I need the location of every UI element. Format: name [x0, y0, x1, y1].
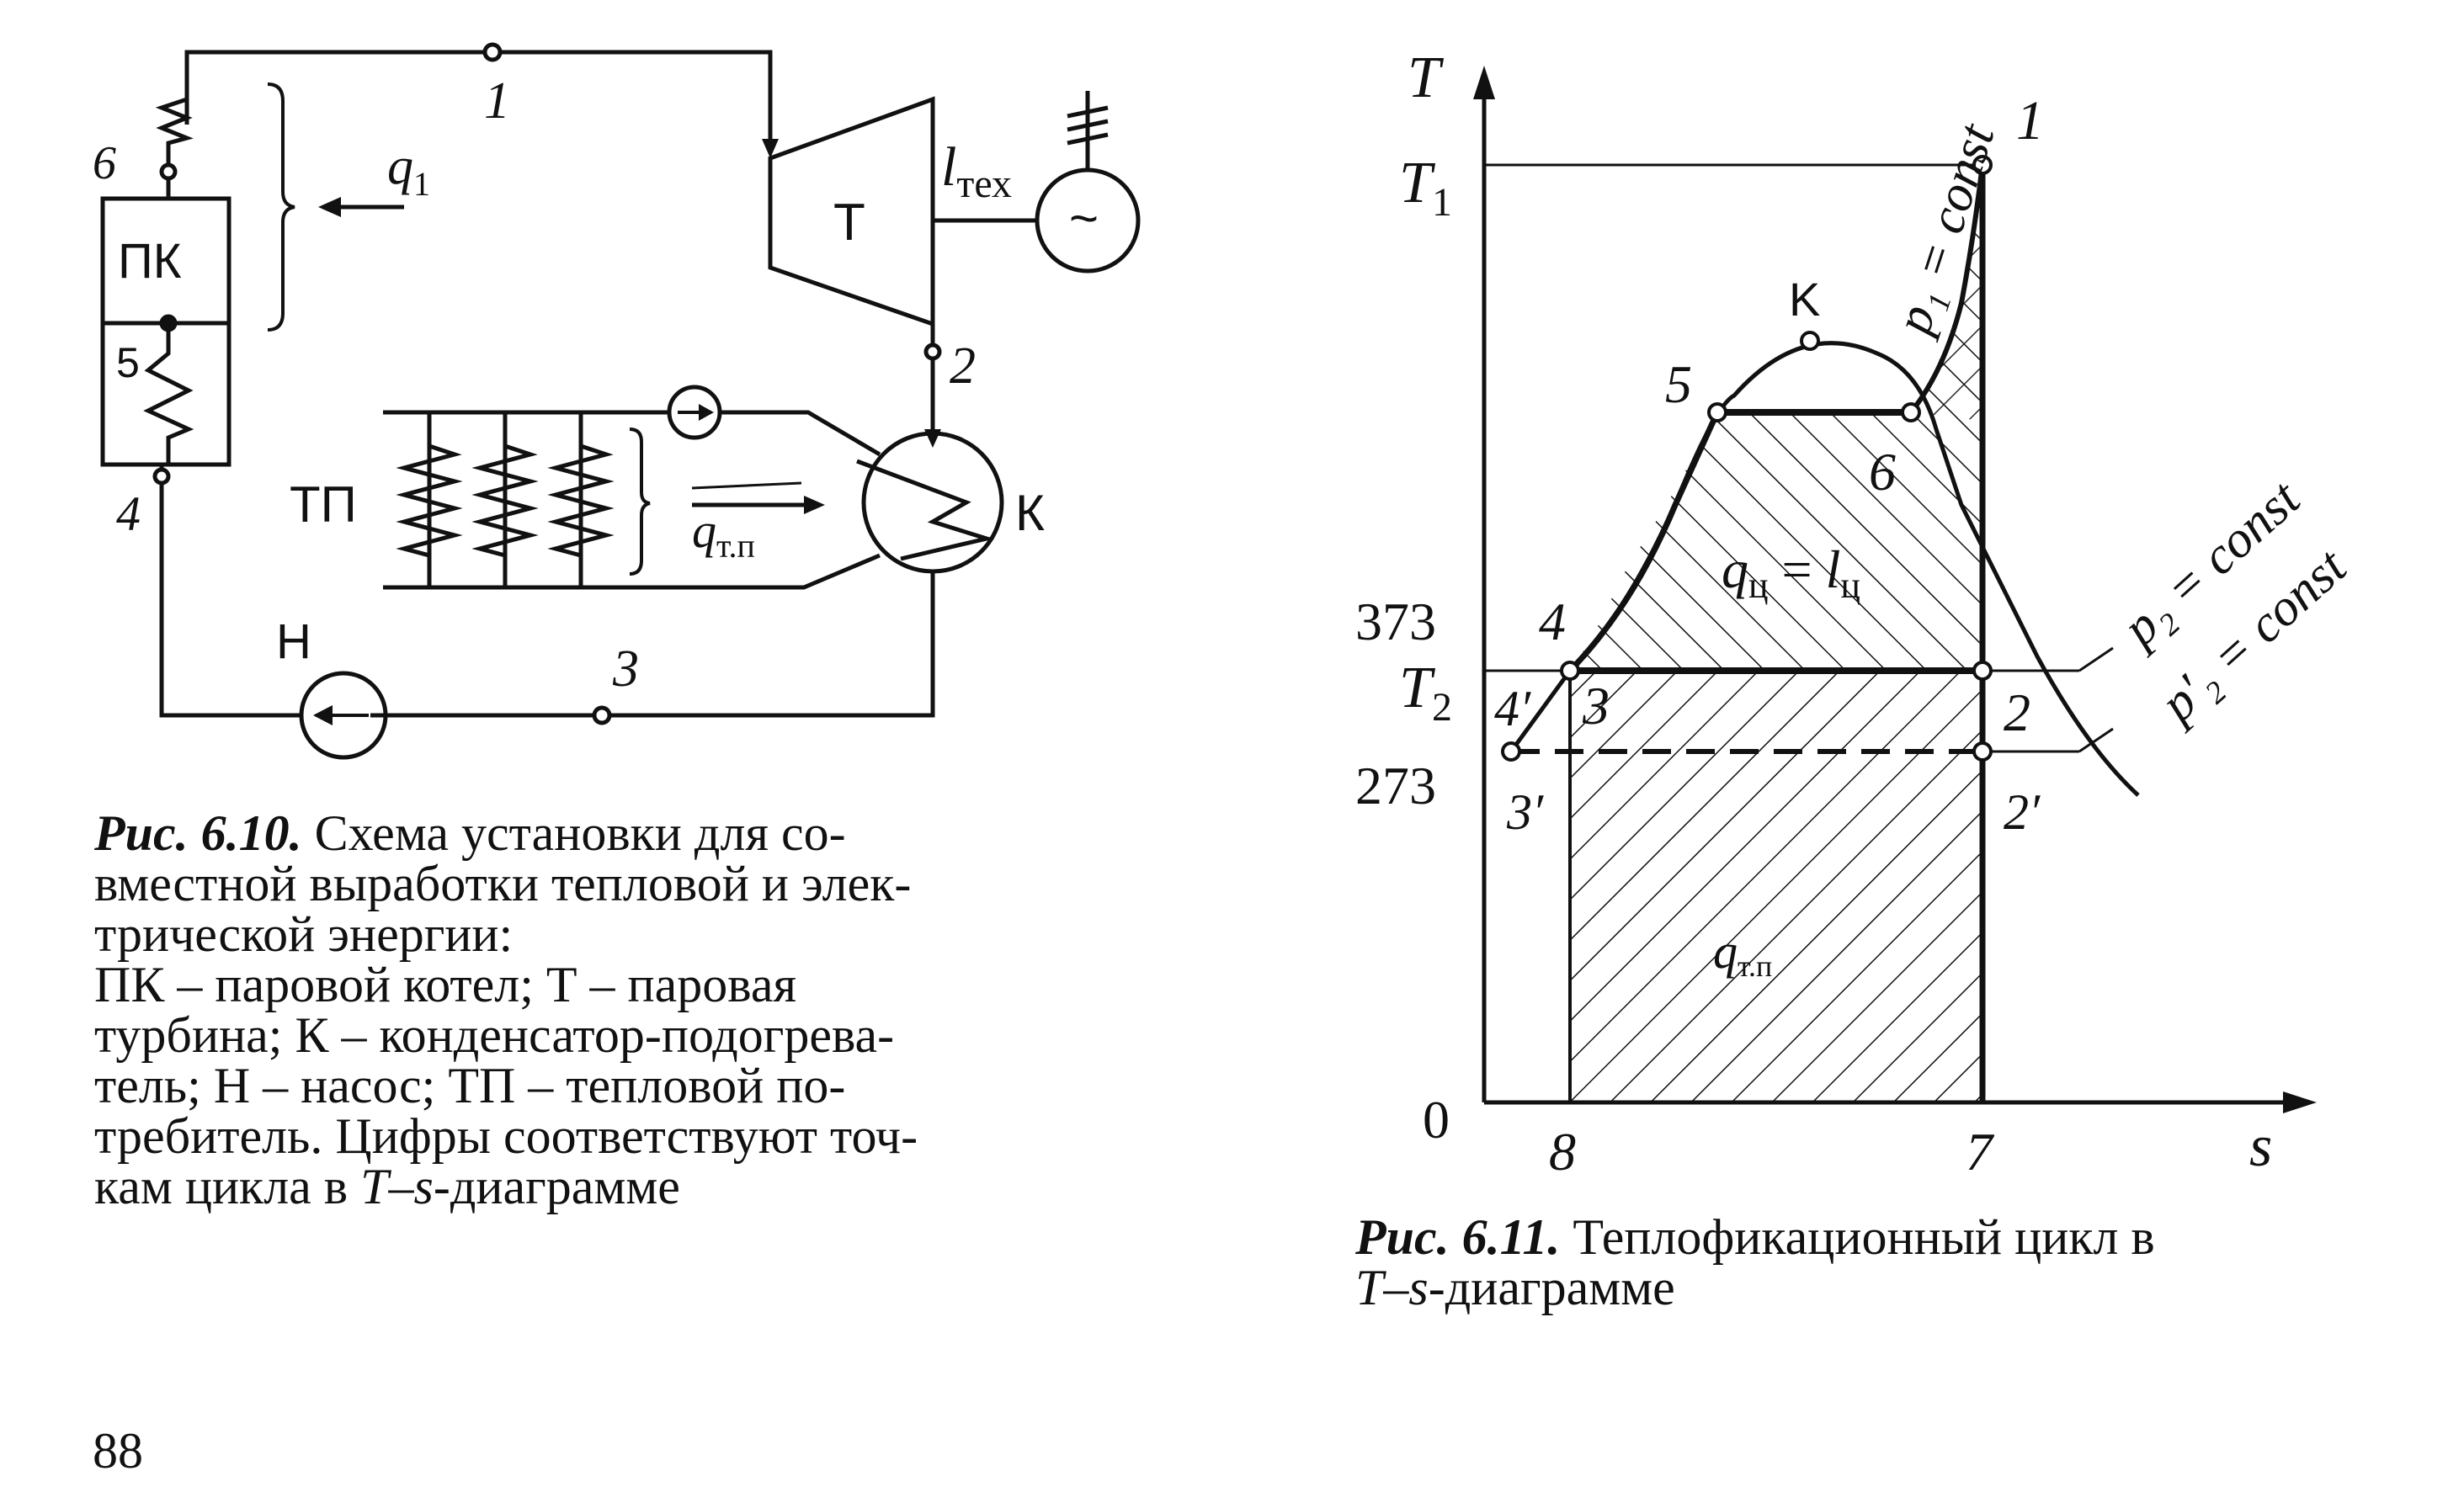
label-n: Н — [276, 614, 311, 669]
point-3prime — [1501, 741, 1521, 762]
point-2-marker — [923, 343, 942, 361]
heating-line-bottom — [383, 553, 881, 590]
caption-6-11-line2-post: -диаграмме — [1428, 1260, 1675, 1315]
caption-title-6-10: Рис. 6.10. — [94, 805, 302, 861]
boiler-coil — [143, 330, 194, 465]
figure-6-10-labels: ПК 5 6 1 q1 Т lтех ~ 2 К ТП qт.п 4 Н 3 — [93, 72, 1099, 698]
label-qtp: qт.п — [692, 503, 755, 565]
label-point-k: K — [1789, 273, 1820, 326]
tick-7: 7 — [1966, 1122, 1995, 1182]
point-1-marker — [482, 42, 503, 62]
label-t: Т — [833, 194, 865, 252]
label-p1-const: p₁ = const — [1883, 116, 2006, 343]
caption-6-11-line1: Теплофикационный цикл в — [1573, 1209, 2155, 1265]
caption-6-10-line7: требитель. Цифры соответствуют точ- — [94, 1108, 918, 1164]
label-pk: ПК — [118, 234, 182, 289]
axis-label-t: T — [1408, 45, 1445, 110]
caption-6-10-line8-t: T — [360, 1159, 389, 1214]
label-tp: ТП — [290, 476, 357, 533]
point-3-marker — [592, 705, 612, 725]
caption-6-10-line3: трической энергии: — [94, 906, 514, 962]
tick-8: 8 — [1549, 1122, 1576, 1182]
label-3: 3 — [612, 640, 639, 698]
caption-6-10-line1: Схема установки для со- — [314, 805, 846, 861]
caption-6-10-line4: ПК – паровой котел; Т – паровая — [94, 957, 797, 1012]
axis-label-s: s — [2249, 1114, 2272, 1179]
heat-consumer-radiators — [396, 412, 615, 587]
label-qc-lc: qц = lц — [1722, 539, 1860, 606]
caption-title-6-11: Рис. 6.11. — [1355, 1209, 1561, 1265]
point-4 — [1560, 661, 1580, 681]
isobar-p1 — [1908, 163, 1985, 414]
caption-6-10-line2: вместной выработки тепловой и элек- — [94, 856, 912, 911]
label-point-6: 6 — [1869, 442, 1896, 502]
caption-6-10-line6: тель; Н – насос; ТП – тепловой по- — [94, 1058, 846, 1113]
caption-6-11-line2-t: T — [1355, 1260, 1384, 1315]
label-ltex: lтех — [941, 136, 1012, 206]
point-6 — [1901, 402, 1921, 422]
area-qc-lc — [1570, 173, 1982, 671]
point-6-marker — [159, 162, 178, 181]
condenser-k — [861, 431, 1004, 574]
tick-273: 273 — [1355, 756, 1436, 815]
caption-6-10-line8-s: s — [413, 1159, 434, 1214]
caption-6-11-line2-s: s — [1408, 1260, 1429, 1315]
pipe-1 — [184, 50, 773, 147]
arrow-into-turbine — [762, 139, 779, 158]
caption-6-11-line2-dash: – — [1383, 1260, 1409, 1315]
label-5: 5 — [116, 339, 140, 386]
caption-6-10-line8-dash: – — [388, 1159, 414, 1214]
label-point-2prime: 2′ — [2004, 784, 2041, 840]
area-qtp — [1570, 671, 1982, 1102]
point-2prime — [1972, 741, 1993, 762]
label-point-5: 5 — [1665, 354, 1692, 414]
point-1 — [1972, 155, 1993, 175]
label-point-3prime: 3′ — [1506, 784, 1544, 840]
point-k — [1800, 331, 1820, 351]
tick-t2: T2 — [1399, 656, 1452, 730]
point-5 — [1707, 402, 1727, 422]
figure-6-10-scheme — [100, 42, 1141, 760]
label-point-3: 3 — [1582, 676, 1610, 736]
label-point-4: 4 — [1539, 592, 1566, 651]
point-2 — [1972, 661, 1993, 681]
label-qtp-area: qт.п — [1713, 924, 1772, 983]
figure-6-11-diagram: T s 0 T1 373 T2 273 8 7 1 K 5 6 4 4′ 3 3… — [1355, 45, 2358, 1182]
label-4: 4 — [116, 486, 141, 541]
tp-brace — [629, 428, 651, 576]
label-1: 1 — [484, 72, 510, 130]
page-number: 88 — [93, 1423, 143, 1479]
label-point-4prime: 4′ — [1494, 681, 1531, 736]
label-point-1: 1 — [2016, 90, 2044, 151]
label-generator: ~ — [1069, 190, 1099, 247]
q1-brace — [267, 82, 295, 332]
label-q1: q1 — [387, 138, 430, 203]
caption-6-10-line8-post: -диаграмме — [433, 1159, 680, 1214]
label-2: 2 — [950, 337, 976, 395]
tick-373: 373 — [1355, 592, 1436, 651]
caption-fig-6-11: Рис. 6.11. Теплофикационный цикл в T–s-д… — [1355, 1212, 2450, 1313]
caption-fig-6-10: Рис. 6.10. Схема установки для со- вмест… — [94, 808, 1138, 1212]
label-point-2: 2 — [2004, 682, 2030, 742]
caption-6-10-line5: турбина; К – конденсатор-подогрева- — [94, 1007, 895, 1063]
pipe-3 — [370, 572, 935, 718]
superheater-coil — [155, 97, 194, 170]
axis-origin: 0 — [1423, 1090, 1450, 1150]
caption-6-10-line8-pre: кам цикла в — [94, 1159, 361, 1214]
label-k: К — [1015, 485, 1045, 541]
condenser-coil — [856, 459, 995, 561]
tick-t1: T1 — [1399, 151, 1452, 225]
label-6: 6 — [93, 137, 116, 189]
point-4-marker — [152, 467, 171, 486]
